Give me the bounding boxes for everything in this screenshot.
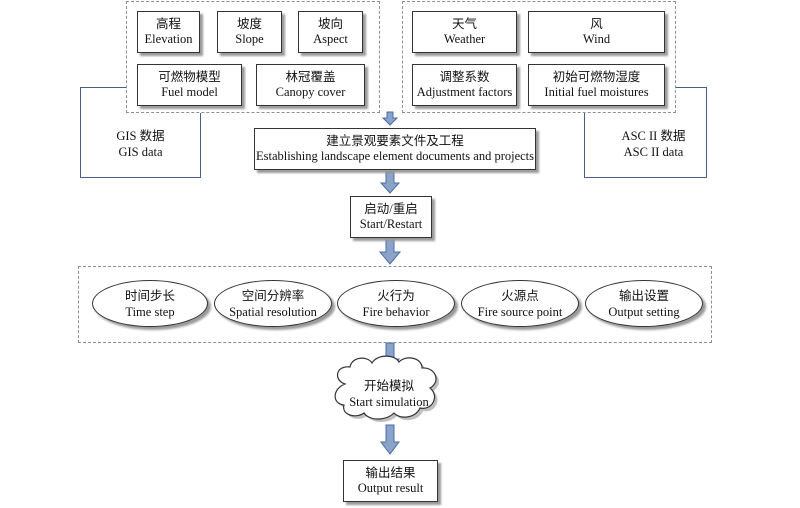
landscape-document-box: 建立景观要素文件及工程 Establishing landscape eleme… (254, 128, 536, 170)
ascii-input-weather: 天气 Weather (412, 11, 517, 53)
parameter-output-setting: 输出设置 Output setting (585, 280, 703, 327)
ascii-input-wind: 风 Wind (528, 11, 665, 53)
gis-source-zh: GIS 数据 (116, 129, 165, 143)
parameter-spatial-resolution: 空间分辨率 Spatial resolution (214, 280, 332, 327)
parameter-fire-behavior: 火行为 Fire behavior (337, 280, 455, 327)
parameter-fire-source-point: 火源点 Fire source point (461, 280, 579, 327)
ascii-source-en: ASC II data (623, 145, 684, 159)
arrow-landscape-to-restart (379, 171, 401, 194)
gis-input-canopy-cover: 林冠覆盖 Canopy cover (256, 64, 365, 106)
gis-source-en: GIS data (118, 145, 163, 159)
ascii-input-adjustment-factors: 调整系数 Adjustment factors (412, 64, 517, 106)
start-simulation-label: 开始模拟 Start simulation (349, 379, 429, 409)
start-restart-box: 启动/重启 Start/Restart (350, 196, 432, 238)
parameter-time-step: 时间步长 Time step (92, 280, 208, 327)
gis-source-label: GIS 数据 GIS data (80, 128, 201, 160)
gis-input-elevation: 高程 Elevation (137, 11, 200, 53)
arrow-restart-to-parameters (378, 237, 402, 265)
ascii-input-initial-fuel-moistures: 初始可燃物湿度 Initial fuel moistures (528, 64, 665, 106)
parameter-group (78, 266, 712, 343)
simulation-cloud (334, 355, 439, 422)
ascii-source-zh: ASC II 数据 (621, 129, 686, 143)
gis-input-fuel-model: 可燃物模型 Fuel model (137, 64, 242, 106)
arrow-inputs-to-landscape (381, 111, 399, 126)
ascii-source-label: ASC II 数据 ASC II data (600, 128, 707, 160)
output-result-box: 输出结果 Output result (343, 460, 438, 502)
gis-input-slope: 坡度 Slope (217, 11, 282, 53)
arrow-simulation-to-output (380, 424, 400, 455)
gis-input-aspect: 坡向 Aspect (298, 11, 363, 53)
